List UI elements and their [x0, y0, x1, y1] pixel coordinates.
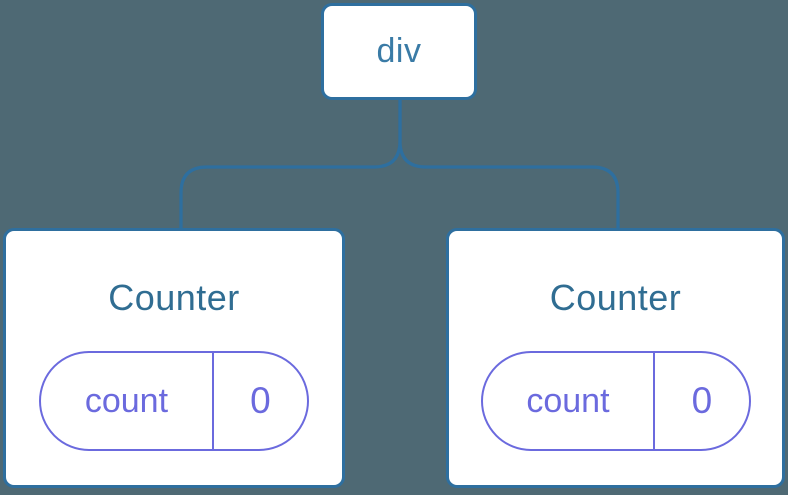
component-title: Counter	[108, 277, 240, 318]
root-node-label: div	[376, 32, 422, 70]
state-value: 0	[691, 380, 713, 421]
counter-node-left: Counter count 0	[3, 228, 345, 488]
state-pill: count 0	[39, 351, 309, 451]
component-title: Counter	[549, 277, 682, 318]
state-name: count	[483, 353, 656, 449]
state-value: 0	[250, 380, 271, 421]
root-node-div: div	[321, 3, 477, 100]
counter-node-right: Counter count 0	[446, 228, 785, 488]
state-name: count	[41, 353, 214, 449]
connector-left-branch	[179, 99, 402, 229]
connector-right-branch	[398, 99, 620, 229]
state-pill: count 0	[480, 351, 751, 451]
